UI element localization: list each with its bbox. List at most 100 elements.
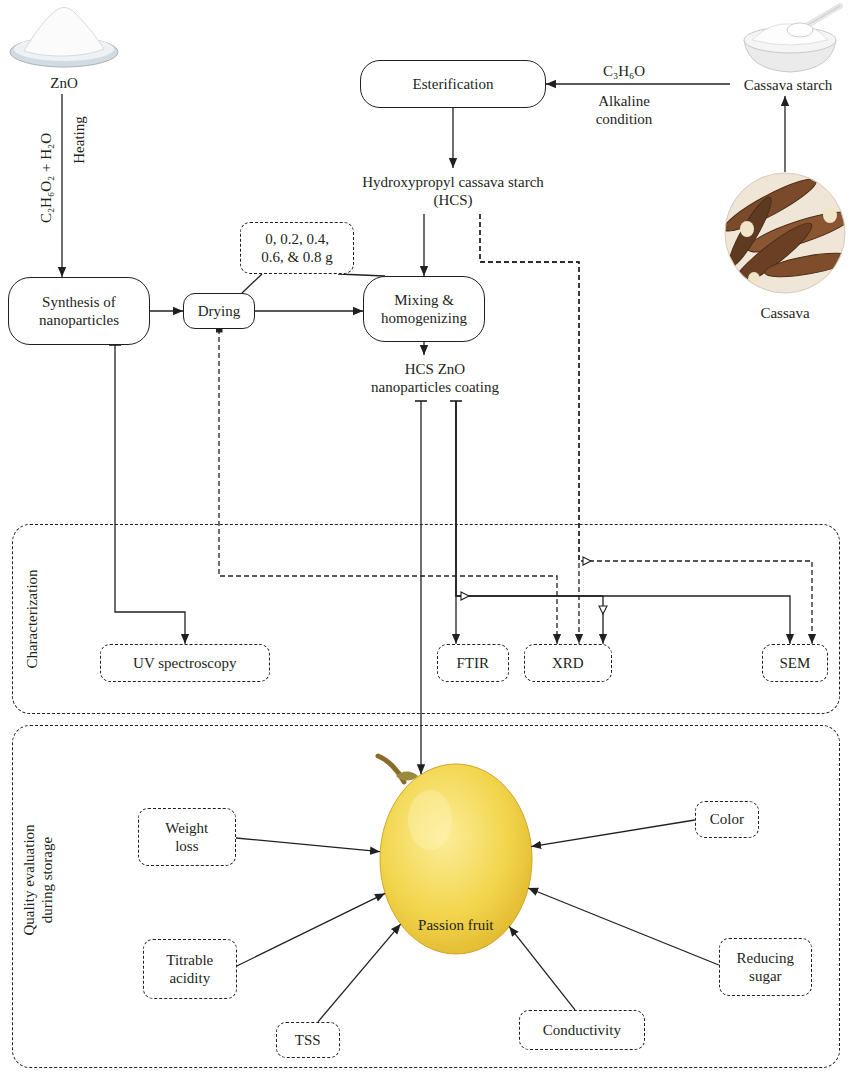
powder [24,8,104,57]
node-text: Color [710,810,744,828]
branch-triangle [583,557,591,565]
connector-arrow [546,83,730,84]
picture-caption-node: ZnO [8,0,120,94]
branch-triangle [599,606,607,614]
process-box: Synthesis of nanoparticles [8,277,150,345]
panel-heading-holder: Characterization [23,569,41,668]
connector-arrow [338,274,385,276]
node-text: XRD [552,654,584,672]
connector-arrow [456,401,603,644]
label-holder: Alkaline condition [589,92,659,128]
dashed-connector [219,329,557,644]
photo-outline [725,173,845,293]
connector-arrow [423,214,424,276]
dashed-box: Conductivity [519,1010,645,1050]
dashed-box: Weight loss [138,808,236,866]
reagent-label: C₂H₆O₂ + H₂O [37,133,55,223]
dashed-box: Reducing sugar [719,938,812,996]
connector-arrow [528,888,719,965]
node-text: SEM [779,654,810,672]
node-text: Synthesis of nanoparticles [24,293,134,329]
node-text: Esterification [413,75,494,93]
panel-heading: Characterization [23,569,41,668]
node-text: UV spectroscopy [133,654,236,672]
dashed-panel: Quality evaluation during storage Weight … [12,725,840,1068]
connector-arrow [452,108,453,168]
node-text: Cassava [760,304,809,322]
dashed-panel: Characterization UV spectroscopy FTIR XRD SE… [12,524,840,714]
dashed-box: TSS [276,1022,340,1058]
text-node: Hydroxypropyl cassava starch (HCS) [335,168,571,214]
panel-heading: Quality evaluation during storage [20,815,56,945]
node-text: ZnO [50,74,78,92]
branch-markers [461,557,607,614]
fruit-calyx [396,772,418,781]
connector-arrow [531,820,695,847]
node-text: Mixing & homogenizing [374,291,474,327]
process-box: Esterification [360,60,546,108]
panel-heading-holder: Quality evaluation during storage [20,815,56,945]
node-text: FTIR [457,654,490,672]
node-text: Weight loss [157,819,217,855]
node-text: Titrable acidity [160,951,220,987]
cassava-roots [719,170,852,300]
zno-powder-dish [10,8,118,68]
connector-arrow [318,924,401,1022]
dashed-box: XRD [524,644,612,682]
connector-arrow [115,345,185,644]
connector-arrow [236,838,380,852]
starch-bowl [744,6,840,72]
connector-arrow [456,401,790,644]
dashed-connector [480,214,579,644]
fruit-node: Passion fruit [380,764,532,954]
spoon-edge [806,6,840,26]
starch-powder [752,24,828,45]
fruit-highlight [408,790,452,850]
process-box: Mixing & homogenizing [363,276,485,342]
connectors [62,84,812,1022]
spoon-bowl [787,23,813,37]
node-text: Cassava starch [744,76,833,94]
root-cut [740,221,754,237]
node-text: Drying [198,302,241,320]
dashed-box: Color [695,801,759,838]
connector-arrow [242,274,262,293]
node-text: Reducing sugar [729,949,801,985]
label-holder: C₂H₆O₂ + H₂O [37,133,55,223]
spoon-handle [806,6,840,26]
dashed-box: SEM [762,644,828,682]
connector-arrow [509,926,575,1009]
node-text: HCS ZnO nanoparticles coating [367,360,503,396]
dashed-box: 0, 0.2, 0.4, 0.6, & 0.8 g [240,222,354,274]
node-text: Conductivity [543,1021,621,1039]
node-text: 0, 0.2, 0.4, 0.6, & 0.8 g [257,230,337,266]
root-cut [823,207,837,223]
dashed-connector [480,214,812,644]
dashed-box: FTIR [437,644,509,682]
fruit-body [380,764,532,954]
process-box: Drying [183,293,255,329]
photo-ground [720,170,850,300]
picture-caption-node: Cassava [722,172,848,324]
reagent-label: C₃H₆O [603,62,645,80]
dashed-box: UV spectroscopy [100,644,270,682]
text-node: HCS ZnO nanoparticles coating [345,355,525,401]
condition-label: Heating [70,116,88,163]
branch-triangle [461,592,469,600]
connector-arrow [61,94,62,277]
connector-arrow [784,96,785,172]
node-text: Passion fruit [418,916,493,934]
connector-arrow [237,893,385,966]
connector-arrow [150,310,183,311]
picture-caption-node: Cassava starch [730,0,846,96]
connector-arrow [420,401,421,774]
connector-arrow [423,342,424,355]
label-holder: Heating [70,116,88,163]
dashed-box: Titrable acidity [143,939,237,999]
node-text: Hydroxypropyl cassava starch (HCS) [353,173,553,209]
passion-fruit [378,756,532,954]
node-text: TSS [295,1031,321,1049]
